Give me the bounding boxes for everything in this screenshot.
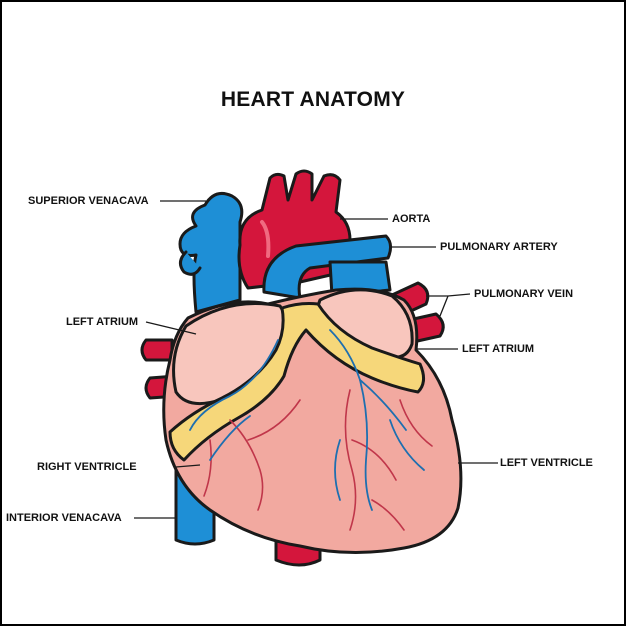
label-superior-venacava: SUPERIOR VENACAVA <box>28 195 149 207</box>
label-left-ventricle: LEFT VENTRICLE <box>500 457 593 469</box>
label-right-ventricle: RIGHT VENTRICLE <box>37 461 137 473</box>
label-pulmonary-vein: PULMONARY VEIN <box>474 288 574 300</box>
leader-pulmonary-vein-2 <box>439 295 449 317</box>
leader-left-atrium-left <box>145 321 197 335</box>
label-pulmonary-artery: PULMONARY ARTERY <box>440 241 558 253</box>
diagram-title: HEART ANATOMY <box>220 88 406 111</box>
left-vessel-upper <box>140 338 174 362</box>
label-aorta: AORTA <box>392 213 431 225</box>
label-left-atrium-left: LEFT ATRIUM <box>66 316 139 328</box>
superior-vena-cava-vessel <box>178 192 244 314</box>
leader-right-ventricle <box>175 464 201 468</box>
coronary-fat-band <box>168 302 425 462</box>
leader-pulmonary-vein <box>426 293 471 297</box>
label-left-atrium-right: LEFT ATRIUM <box>462 343 535 355</box>
label-interior-venacava: INTERIOR VENACAVA <box>6 512 122 524</box>
pulmonary-artery-vessel <box>262 234 393 300</box>
